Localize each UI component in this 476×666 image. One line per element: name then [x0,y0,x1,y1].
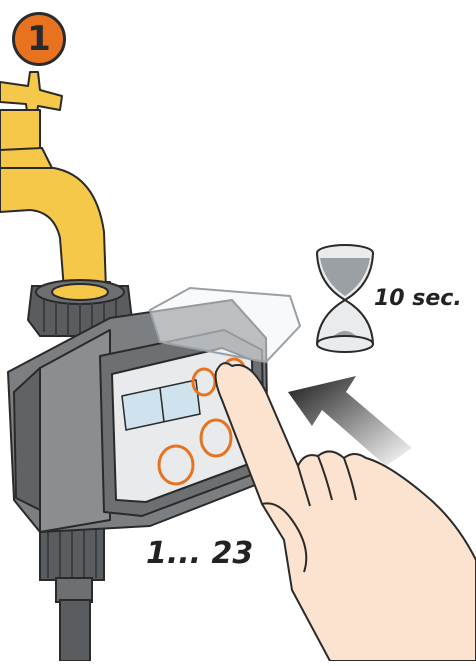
range-label: 1... 23 [146,536,253,571]
step-number: 1 [27,22,51,56]
duration-label: 10 sec. [374,286,462,311]
faucet-body [0,148,52,170]
faucet-spout [0,168,106,290]
step-badge: 1 [12,12,66,66]
faucet-stem [0,110,40,152]
faucet [0,72,112,300]
hourglass-icon [317,245,373,352]
hose-connector [40,520,104,661]
press-arrow [288,376,412,466]
